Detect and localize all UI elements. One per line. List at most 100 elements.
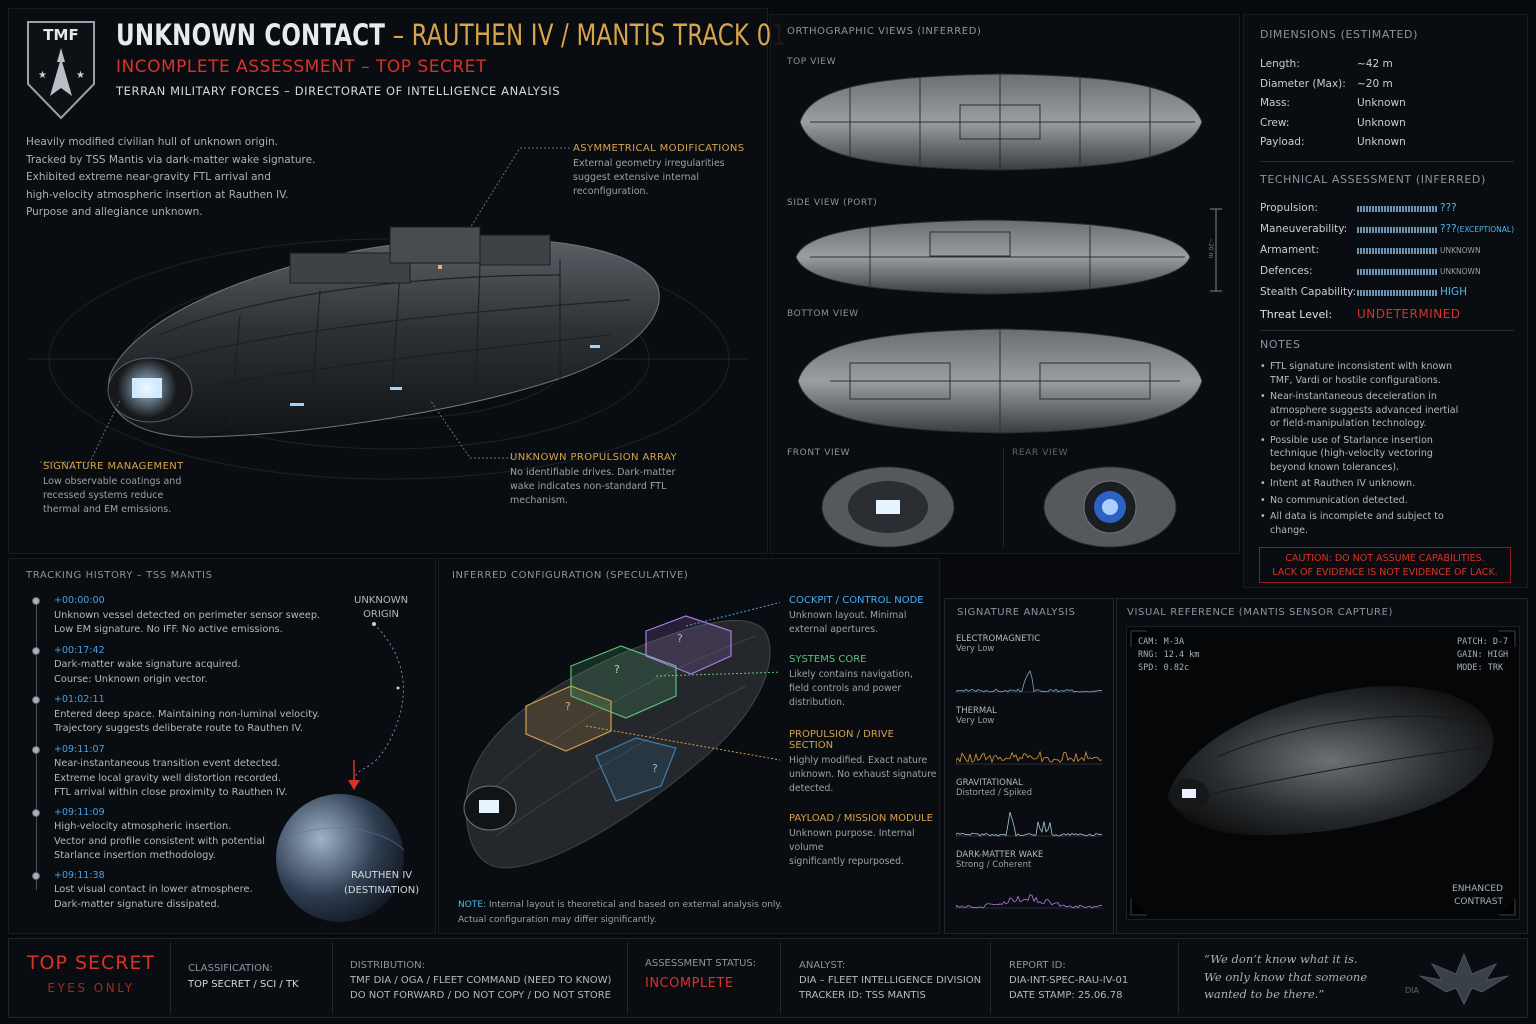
- timeline-dot-icon: [32, 696, 40, 704]
- config-item-line: detected.: [789, 783, 834, 794]
- timeline-dot-icon: [32, 745, 40, 754]
- sensor-meta-left: CAM: M-3A RNG: 12.4 km SPD: 0.82c: [1138, 636, 1199, 675]
- dim-row: Diameter (Max):~20 m: [1260, 75, 1406, 95]
- dim-row: Length:~42 m: [1260, 55, 1406, 75]
- config-item-title: SYSTEMS CORE: [789, 654, 867, 665]
- title-sub: – RAUTHEN IV / MANTIS TRACK 01: [385, 18, 787, 52]
- footer-bar: [8, 938, 1528, 1018]
- bullet-icon: •: [1260, 434, 1266, 446]
- signature-level: Distorted / Spiked: [956, 788, 1032, 798]
- signature-waveform: [956, 811, 1102, 837]
- top-secret-stamp: TOP SECRET EYES ONLY: [26, 952, 156, 995]
- date-stamp: DATE STAMP: 25.06.78: [1009, 990, 1123, 1001]
- signature-name: GRAVITATIONAL: [956, 778, 1023, 788]
- stamp-sub: EYES ONLY: [47, 981, 135, 995]
- tracking-title: TRACKING HISTORY – TSS MANTIS: [26, 570, 213, 581]
- config-note-line: NOTE: Internal layout is theoretical and…: [458, 898, 782, 913]
- timeline-time: +09:11:09: [54, 806, 105, 818]
- page-subtitle: INCOMPLETE ASSESSMENT – TOP SECRET: [116, 57, 487, 77]
- callout-title: SIGNATURE MANAGEMENT: [43, 461, 184, 472]
- cutaway-mark: ?: [614, 663, 620, 676]
- tech-key: Stealth Capability:: [1260, 286, 1357, 298]
- tech-level-bar: [1357, 268, 1437, 275]
- tech-table: Propulsion:??? Maneuverability:??? (EXCE…: [1260, 198, 1514, 325]
- config-item-title: COCKPIT / CONTROL NODE: [789, 595, 924, 606]
- callout-title: UNKNOWN PROPULSION ARRAY: [510, 452, 677, 463]
- sensor-meta: SPD: 0.82c: [1138, 663, 1190, 673]
- quote-line: wanted to be there.”: [1204, 987, 1325, 1001]
- intro-line: Exhibited extreme near-gravity FTL arriv…: [26, 171, 271, 183]
- tech-title: TECHNICAL ASSESSMENT (INFERRED): [1260, 173, 1486, 186]
- dia-eagle-icon: [1419, 952, 1509, 1006]
- callout-asymmetrical: ASYMMETRICAL MODIFICATIONS External geom…: [573, 143, 745, 199]
- hero-ship-illustration: [107, 226, 660, 438]
- ortho-front-view: [821, 466, 955, 548]
- tech-value: ???: [1440, 223, 1457, 235]
- origin-line: UNKNOWN: [354, 595, 409, 606]
- timeline-line: Course: Unknown origin vector.: [54, 673, 208, 685]
- report-id: REPORT ID: DIA-INT-SPEC-RAU-IV-01 DATE S…: [1009, 958, 1128, 1003]
- origin-line: ORIGIN: [363, 609, 400, 620]
- footer-divider: [170, 942, 171, 1014]
- timeline-line: Trajectory suggests deliberate route to …: [54, 723, 303, 734]
- config-note-text: Internal layout is theoretical and based…: [486, 900, 783, 910]
- dim-value: Unknown: [1357, 136, 1406, 148]
- timeline-dot-icon: [32, 646, 40, 655]
- cutaway-mark: ?: [565, 700, 571, 713]
- divider: [1260, 161, 1514, 162]
- tech-value: UNKNOWN: [1440, 267, 1481, 276]
- page-title: UNKNOWN CONTACT – RAUTHEN IV / MANTIS TR…: [116, 18, 786, 52]
- classification-key: CLASSIFICATION:: [188, 963, 273, 974]
- bullet-icon: •: [1260, 511, 1266, 522]
- intro-line: Tracked by TSS Mantis via dark-matter wa…: [26, 153, 316, 166]
- callout-line: mechanism.: [510, 495, 569, 506]
- cutaway-mark: ?: [677, 632, 683, 645]
- config-title: INFERRED CONFIGURATION (SPECULATIVE): [452, 570, 689, 581]
- timeline-line: Starlance insertion methodology.: [54, 850, 216, 861]
- bullet-icon: •: [1260, 494, 1266, 506]
- timeline-line: Lost visual contact in lower atmosphere.: [54, 884, 253, 895]
- sensor-meta: MODE: TRK: [1457, 663, 1504, 673]
- intro-line: high-velocity atmospheric insertion at R…: [26, 188, 289, 201]
- dimensions-table: Length:~42 m Diameter (Max):~20 m Mass:U…: [1260, 55, 1406, 153]
- ortho-title: ORTHOGRAPHIC VIEWS (INFERRED): [787, 26, 982, 37]
- report-value: DIA-INT-SPEC-RAU-IV-01: [1009, 975, 1129, 986]
- report-key: REPORT ID:: [1009, 960, 1066, 971]
- dim-row: Mass:Unknown: [1260, 94, 1406, 114]
- stamp-title: TOP SECRET: [26, 952, 156, 974]
- org-line: TERRAN MILITARY FORCES – DIRECTORATE OF …: [116, 84, 561, 98]
- timeline-dot-icon: [32, 871, 40, 880]
- note-line: Possible use of Starlance insertion: [1270, 434, 1433, 446]
- tech-value: HIGH: [1440, 286, 1468, 298]
- divider: [1260, 330, 1514, 331]
- ortho-top-view: [799, 73, 1203, 171]
- timeline-time: +00:00:00: [54, 595, 105, 606]
- sensor-meta: PATCH: D-7: [1457, 637, 1509, 647]
- signature-level: Strong / Coherent: [956, 860, 1032, 870]
- config-note-key: NOTE:: [458, 900, 487, 910]
- note-line: beyond known tolerances).: [1270, 461, 1400, 473]
- dest-line: RAUTHEN IV: [351, 870, 413, 881]
- dim-row: Crew:Unknown: [1260, 114, 1406, 134]
- ortho-side-dimension: [1210, 208, 1222, 292]
- dim-value: ~20 m: [1357, 77, 1393, 90]
- footer-divider: [780, 942, 781, 1014]
- intro-line: Heavily modified civilian hull of unknow…: [26, 136, 279, 148]
- footer-divider: [627, 942, 628, 1014]
- callout-line: suggest extensive internal: [573, 172, 699, 183]
- config-ship-cutaway: [463, 601, 780, 869]
- config-note: NOTE: Internal layout is theoretical and…: [458, 898, 782, 928]
- tech-row: Defences:UNKNOWN: [1260, 261, 1514, 282]
- dim-key: Length:: [1260, 58, 1300, 70]
- dia-seal-label: DIA: [1405, 986, 1419, 995]
- callout-line: Low observable coatings and: [43, 476, 182, 487]
